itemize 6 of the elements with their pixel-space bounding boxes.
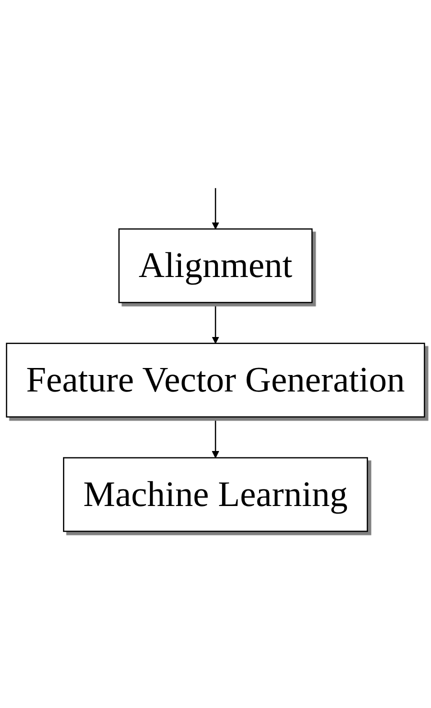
arrow <box>212 188 220 230</box>
arrow <box>212 416 220 458</box>
node-box: Machine Learning <box>63 457 368 532</box>
arrow <box>212 302 220 344</box>
node-box: Feature Vector Generation <box>6 342 426 418</box>
node-box: Alignment <box>118 228 313 304</box>
